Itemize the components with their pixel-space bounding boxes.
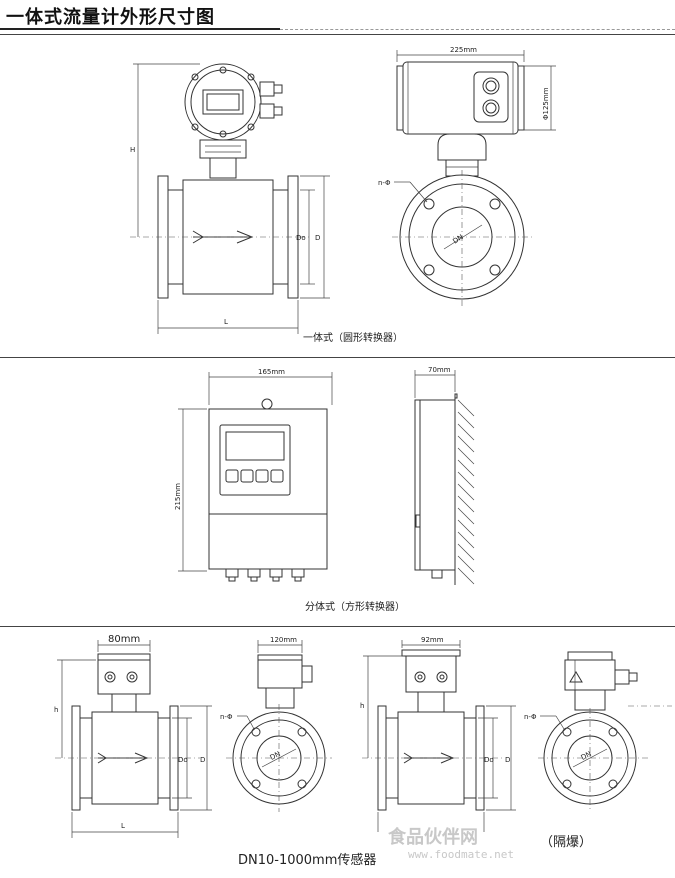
- dim-215: 215mm: [174, 483, 182, 510]
- label-L: L: [224, 318, 228, 326]
- label-L-3: L: [121, 822, 125, 830]
- dim-92: 92mm: [421, 636, 444, 644]
- label-h-1: h: [54, 706, 58, 714]
- dim-80: 80mm: [108, 634, 140, 645]
- sensor-side-view-1: DN n-Φ 120mm: [220, 636, 332, 812]
- dim-165: 165mm: [258, 368, 285, 376]
- label-n-phi-3a: n-Φ: [220, 713, 233, 721]
- panel-integral: [0, 34, 675, 357]
- label-n-phi-1: n-Φ: [378, 179, 391, 187]
- label-Do-3: Do: [178, 756, 188, 764]
- sensor-side-view-2: DN n-Φ: [524, 651, 672, 812]
- label-h-2: h: [360, 702, 364, 710]
- label-H: H: [130, 146, 135, 154]
- integral-front-view: H L Do D: [130, 63, 330, 334]
- split-side-view: 70mm: [414, 366, 475, 585]
- watermark-url: www.foodmate.net: [408, 848, 514, 861]
- label-D-4: D: [505, 756, 510, 764]
- caption-sensor: DN10-1000mm传感器: [238, 852, 376, 868]
- label-Do: Do: [296, 234, 306, 242]
- dim-120: 120mm: [270, 636, 297, 644]
- label-Do-4: Do: [484, 756, 494, 764]
- dim-phi125: Φ125mm: [542, 87, 550, 120]
- sensor-front-view-2: 92mm h Do D: [360, 636, 516, 832]
- label-D: D: [315, 234, 320, 242]
- caption-split: 分体式（方形转换器）: [305, 600, 405, 613]
- explosion-proof-label: （隔爆）: [540, 835, 592, 850]
- caption-integral: 一体式（圆形转换器）: [303, 331, 403, 344]
- page-title: 一体式流量计外形尺寸图: [6, 7, 215, 28]
- page-header: 一体式流量计外形尺寸图: [0, 0, 675, 32]
- dim-225: 225mm: [450, 46, 477, 54]
- label-n-phi-3b: n-Φ: [524, 713, 537, 721]
- title-dashed-rule: [280, 29, 675, 30]
- panel-split: [0, 357, 675, 626]
- panel-sensor: [0, 626, 675, 878]
- split-front-view: 165mm 215mm: [174, 368, 333, 582]
- dim-70: 70mm: [428, 366, 451, 374]
- sensor-front-view-1: 80mm h L Do D: [54, 634, 212, 838]
- integral-side-view: DN n-Φ 225mm Φ125mm: [378, 46, 556, 306]
- watermark-cn: 食品伙伴网: [387, 826, 478, 848]
- label-D-3: D: [200, 756, 205, 764]
- title-underline: [0, 28, 280, 30]
